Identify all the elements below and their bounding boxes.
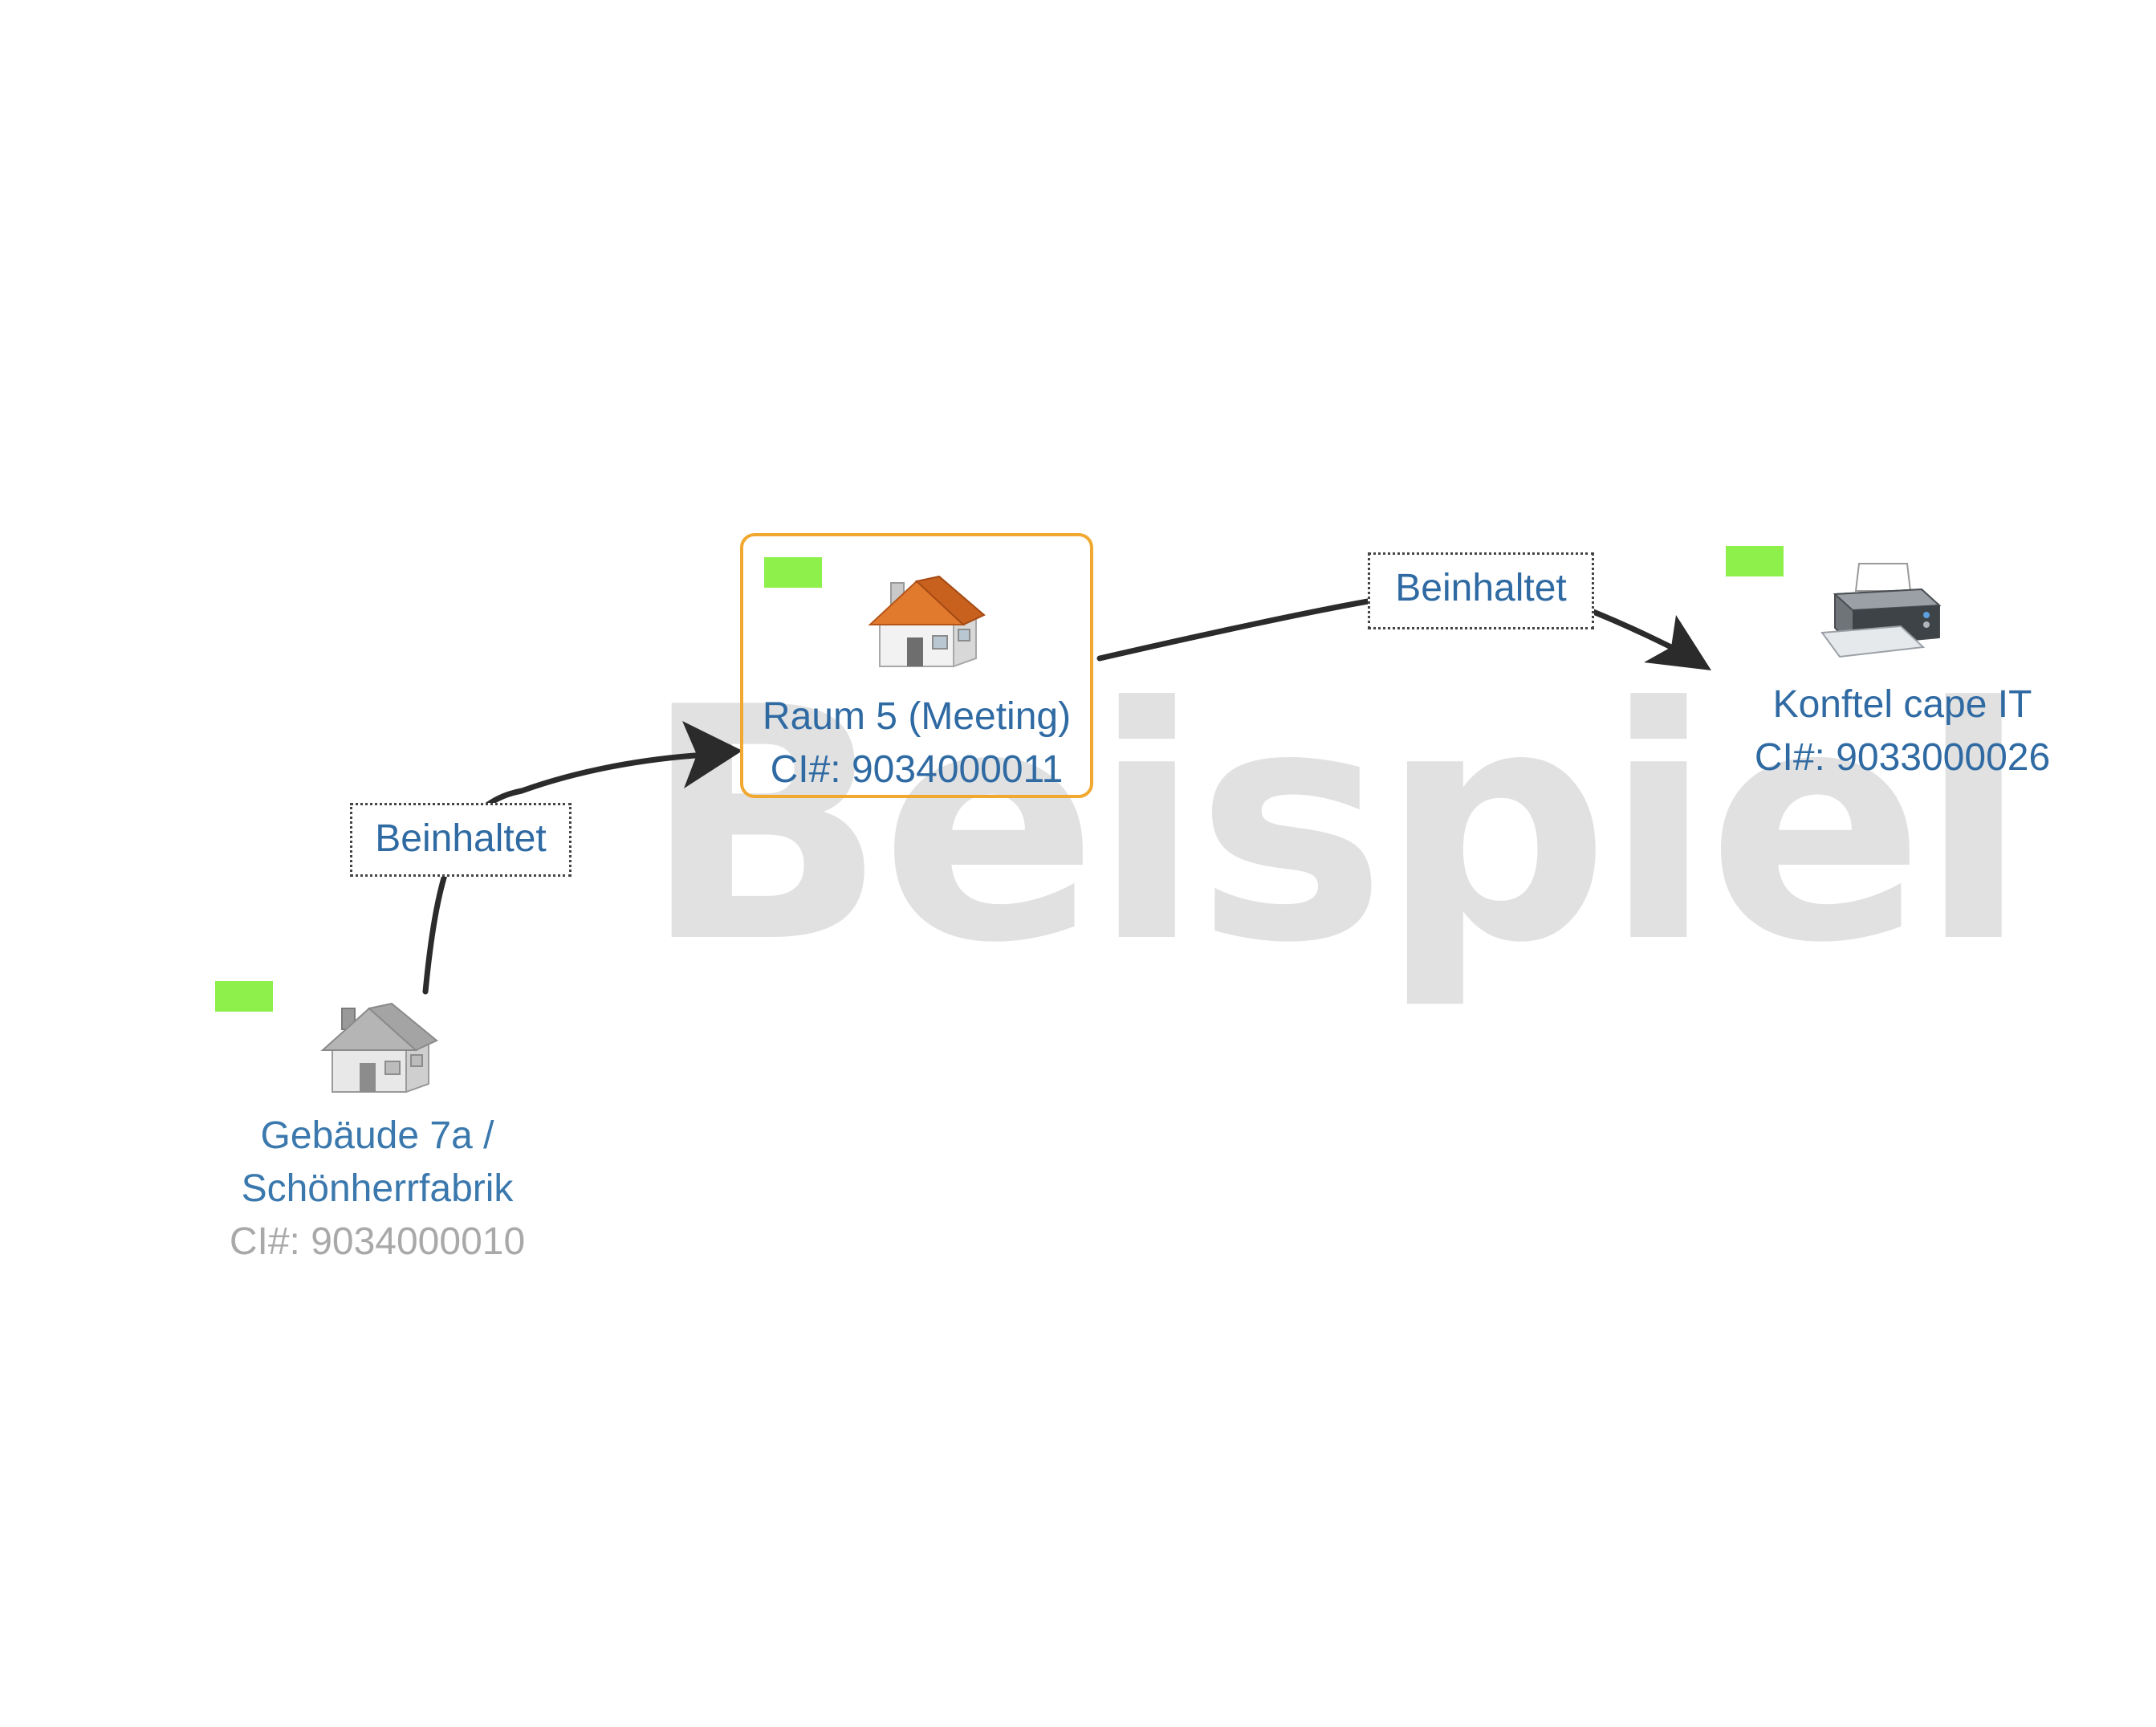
node-name: Raum 5 (Meeting) [762, 695, 1072, 738]
status-indicator [1726, 546, 1784, 576]
node-ci-number: CI#: 9033000026 [1754, 736, 2051, 779]
printer-icon [1820, 563, 1942, 658]
edge-label-gebaeude-raum[interactable]: Beinhaltet [350, 803, 572, 877]
node-ci-number: CI#: 9034000011 [770, 748, 1064, 791]
node-name-line2: Schönherrfabrik [241, 1167, 514, 1210]
node-konftel-label: Konftel cape IT CI#: 9033000026 [1686, 678, 2119, 784]
node-ci-number: CI#: 9034000010 [229, 1220, 526, 1263]
status-indicator [215, 981, 273, 1012]
node-name: Konftel cape IT [1772, 683, 2032, 726]
node-raum-label: Raum 5 (Meeting) CI#: 9034000011 [740, 690, 1093, 796]
node-gebaeude-label: Gebäude 7a / Schönherrfabrik CI#: 903400… [161, 1110, 594, 1269]
edge-raum-konftel-arrowhead [1644, 615, 1711, 670]
node-name-line1: Gebäude 7a / [260, 1114, 494, 1157]
edge-gebaeude-raum[interactable] [422, 751, 710, 995]
edge-label-raum-konftel[interactable]: Beinhaltet [1368, 552, 1594, 629]
selection-frame [740, 533, 1093, 798]
house-icon [868, 575, 986, 668]
status-indicator [764, 557, 822, 588]
house-grey-icon [320, 1002, 438, 1094]
edge-gebaeude-raum-arrowhead [682, 721, 742, 788]
watermark-text: Beispiel [642, 640, 2028, 1013]
